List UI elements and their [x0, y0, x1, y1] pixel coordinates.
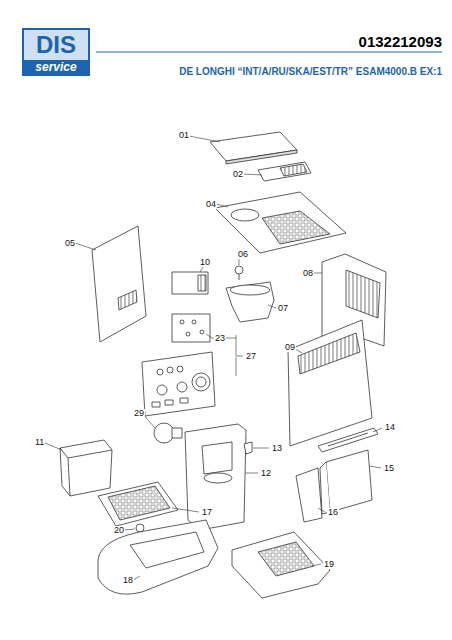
drawer-panel: [326, 450, 372, 512]
callout-number: 06: [237, 250, 249, 259]
drip-tray: [98, 520, 218, 594]
callout-number: 09: [284, 343, 296, 352]
callout-number: 11: [34, 438, 45, 447]
back-panel: [288, 320, 372, 446]
cup: [226, 282, 274, 322]
callout-number: 10: [199, 258, 211, 267]
circuit-board: [172, 314, 210, 342]
callout-number: 16: [327, 508, 339, 517]
top-tray: [215, 192, 346, 253]
logo-box: DISservice: [22, 28, 90, 76]
callout-number: 17: [201, 508, 213, 517]
drip-grid: [98, 482, 178, 526]
leader-lines: [45, 136, 382, 580]
callout-number: 01: [178, 131, 190, 140]
logo-word: service: [24, 60, 88, 74]
part-number: 0132212093: [359, 34, 442, 49]
header-rule: [96, 51, 442, 52]
callout-number: 29: [133, 409, 145, 418]
callout-number: 27: [245, 352, 257, 361]
logo-letters: DIS: [24, 30, 88, 60]
callout-number: 07: [277, 304, 289, 313]
callout-number: 19: [323, 560, 335, 569]
callout-number: 18: [122, 576, 134, 585]
callout-number: 05: [64, 239, 76, 248]
callout-number: 15: [383, 464, 395, 473]
screw: [136, 524, 144, 532]
side-door: [296, 468, 322, 522]
callout-number: 20: [113, 526, 125, 535]
callout-number: 23: [214, 334, 226, 343]
connector-board: [172, 272, 208, 294]
front-cover: [185, 424, 246, 530]
rotary-knob: [154, 423, 174, 443]
callout-number: 08: [302, 269, 314, 278]
small-knob: [235, 266, 243, 274]
callout-number: 14: [384, 423, 396, 432]
rail: [318, 428, 378, 452]
left-panel: [92, 226, 146, 342]
model-subtitle: DE LONGHI “INT/A/RU/SKA/EST/TR” ESAM4000…: [179, 67, 442, 77]
water-tank: [60, 440, 112, 496]
callout-number: 12: [260, 469, 272, 478]
clip: [244, 442, 252, 454]
control-panel: [142, 352, 215, 416]
grille: [258, 162, 311, 181]
callout-number: 04: [205, 200, 217, 209]
callout-number: 02: [232, 170, 244, 179]
base-plate: [232, 532, 330, 598]
callout-number: 13: [271, 444, 283, 453]
